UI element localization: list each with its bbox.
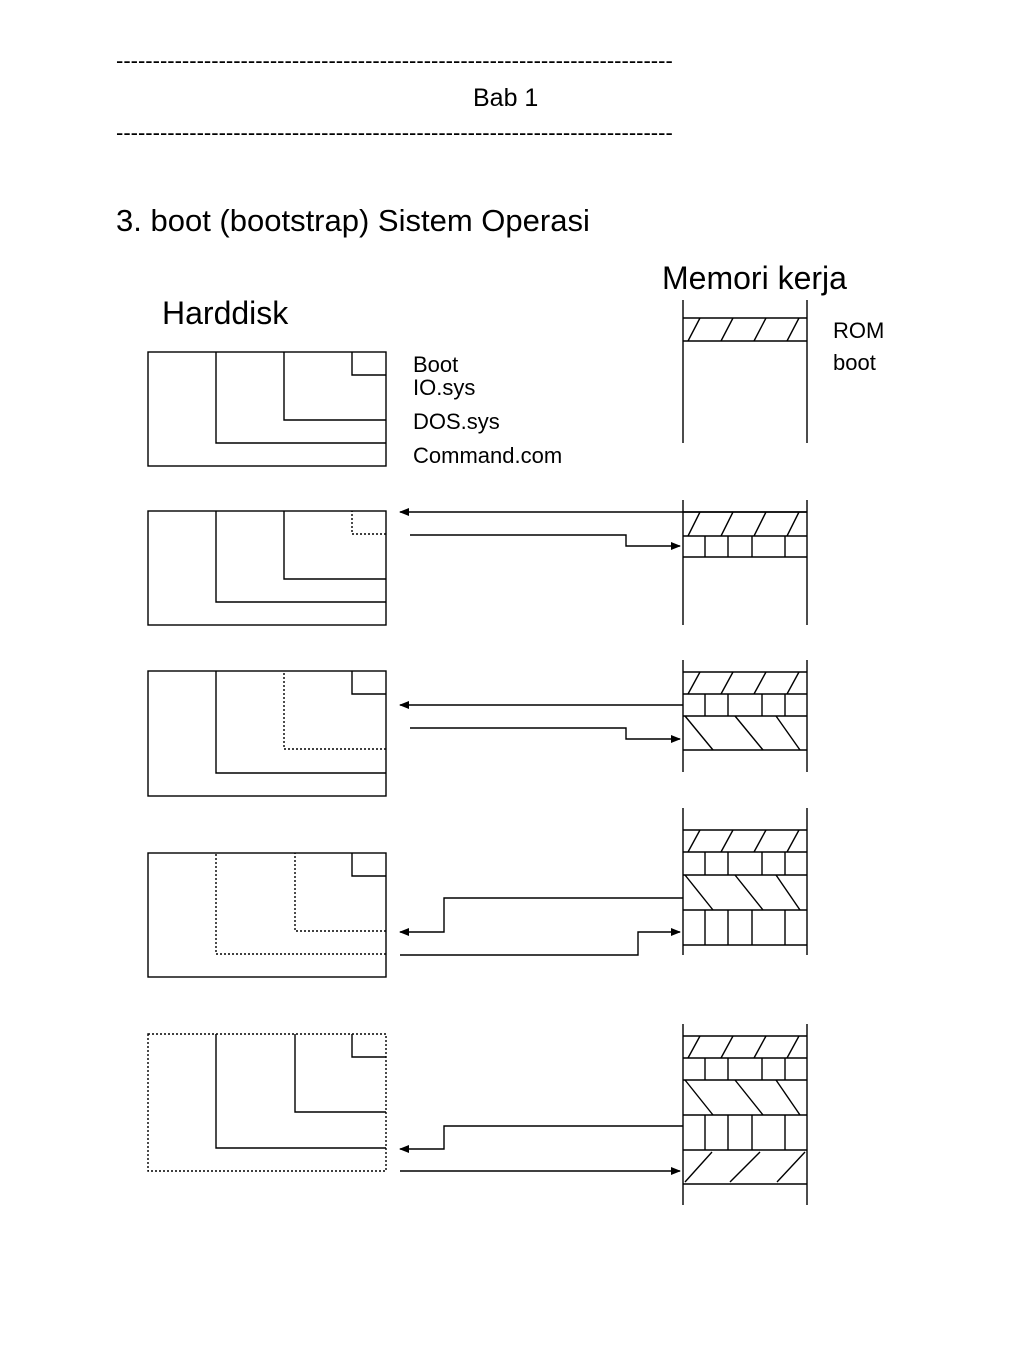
memory-4-io-hatch-1	[684, 874, 714, 911]
memory-3-rom-hatch-1	[687, 671, 701, 695]
memory-4-io-hatch-3	[775, 874, 801, 911]
harddisk-label: Harddisk	[162, 295, 289, 331]
memory-1-rom-hatch-4	[786, 317, 800, 342]
memory-3-io-hatch-2	[734, 715, 764, 751]
harddisk-block-2	[147, 510, 387, 626]
memory-5-io-hatch-3	[775, 1079, 801, 1116]
memory-5-rom-hatch-2	[720, 1035, 734, 1059]
harddisk-2-io-area	[283, 511, 386, 580]
rom-label: ROM	[833, 318, 885, 343]
harddisk-3-boot-sector	[351, 671, 386, 695]
memory-4-io-hatch-2	[734, 874, 764, 911]
memory-4-rom-hatch-3	[753, 829, 767, 853]
arrow-io-request-4	[399, 897, 683, 936]
memory-5-command-hatch-2	[729, 1151, 761, 1183]
harddisk-4-boot-sector	[351, 853, 386, 877]
harddisk-4-command-area	[215, 853, 386, 955]
harddisk-5-boot-sector	[351, 1034, 386, 1058]
memory-5-io-hatch-2	[734, 1079, 764, 1116]
chapter-label: Bab 1	[473, 84, 539, 112]
memory-4-rom-hatch-1	[687, 829, 701, 853]
harddisk-2-boot-sector	[351, 511, 386, 535]
memory-1-rom-hatch-2	[720, 317, 734, 342]
harddisk-1-command-area	[215, 352, 386, 444]
harddisk-3-command-area	[215, 671, 386, 774]
arrow-load-io-3	[410, 727, 681, 743]
header-rule-top: ----------------------------------------…	[116, 50, 673, 72]
memory-1-rom-hatch-3	[753, 317, 767, 342]
harddisk-block-1	[147, 351, 387, 467]
memory-4-rom-hatch-2	[720, 829, 734, 853]
memory-4-rom-hatch-4	[786, 829, 800, 853]
harddisk-5-io-area	[294, 1034, 386, 1113]
memory-label: Memori kerja	[662, 260, 847, 296]
harddisk-1-io-area	[283, 352, 386, 421]
harddisk-block-3	[147, 670, 387, 797]
file-label-io: IO.sys	[413, 375, 476, 400]
file-label-dos: DOS.sys	[413, 409, 500, 434]
arrow-load-boot-2	[410, 534, 681, 550]
harddisk-4-io-area	[294, 853, 386, 932]
arrow-dos-request-5	[399, 1125, 683, 1153]
memory-3-rom-hatch-2	[720, 671, 734, 695]
harddisk-5-command-area	[215, 1034, 386, 1149]
harddisk-1-boot-sector	[351, 352, 386, 376]
memory-1-rom-hatch-1	[687, 317, 701, 342]
memory-5-command-hatch-1	[684, 1151, 713, 1183]
memory-5-rom-hatch-3	[753, 1035, 767, 1059]
header-rule-bottom: ----------------------------------------…	[116, 122, 673, 144]
section-title: 3. boot (bootstrap) Sistem Operasi	[116, 203, 590, 238]
memory-5-command-hatch-3	[776, 1151, 806, 1183]
harddisk-3-io-area	[283, 671, 386, 750]
memory-2-rom-hatch-4	[786, 511, 800, 537]
memory-2-rom-hatch-3	[753, 511, 767, 537]
rom-boot-label: boot	[833, 350, 876, 375]
file-label-boot: Boot	[413, 352, 459, 377]
file-label-command: Command.com	[413, 443, 563, 468]
harddisk-block-5	[147, 1033, 387, 1172]
memory-5-rom-hatch-1	[687, 1035, 701, 1059]
memory-5-io-hatch-1	[684, 1079, 714, 1116]
memory-3-io-hatch-1	[684, 715, 714, 751]
memory-5-rom-hatch-4	[786, 1035, 800, 1059]
memory-2-rom-hatch-1	[687, 511, 701, 537]
memory-3-rom-hatch-3	[753, 671, 767, 695]
memory-2-rom-hatch-2	[720, 511, 734, 537]
memory-3-rom-hatch-4	[786, 671, 800, 695]
memory-3-io-hatch-3	[775, 715, 801, 751]
harddisk-block-4	[147, 852, 387, 978]
harddisk-2-command-area	[215, 511, 386, 603]
arrow-load-dos-4	[400, 928, 681, 956]
